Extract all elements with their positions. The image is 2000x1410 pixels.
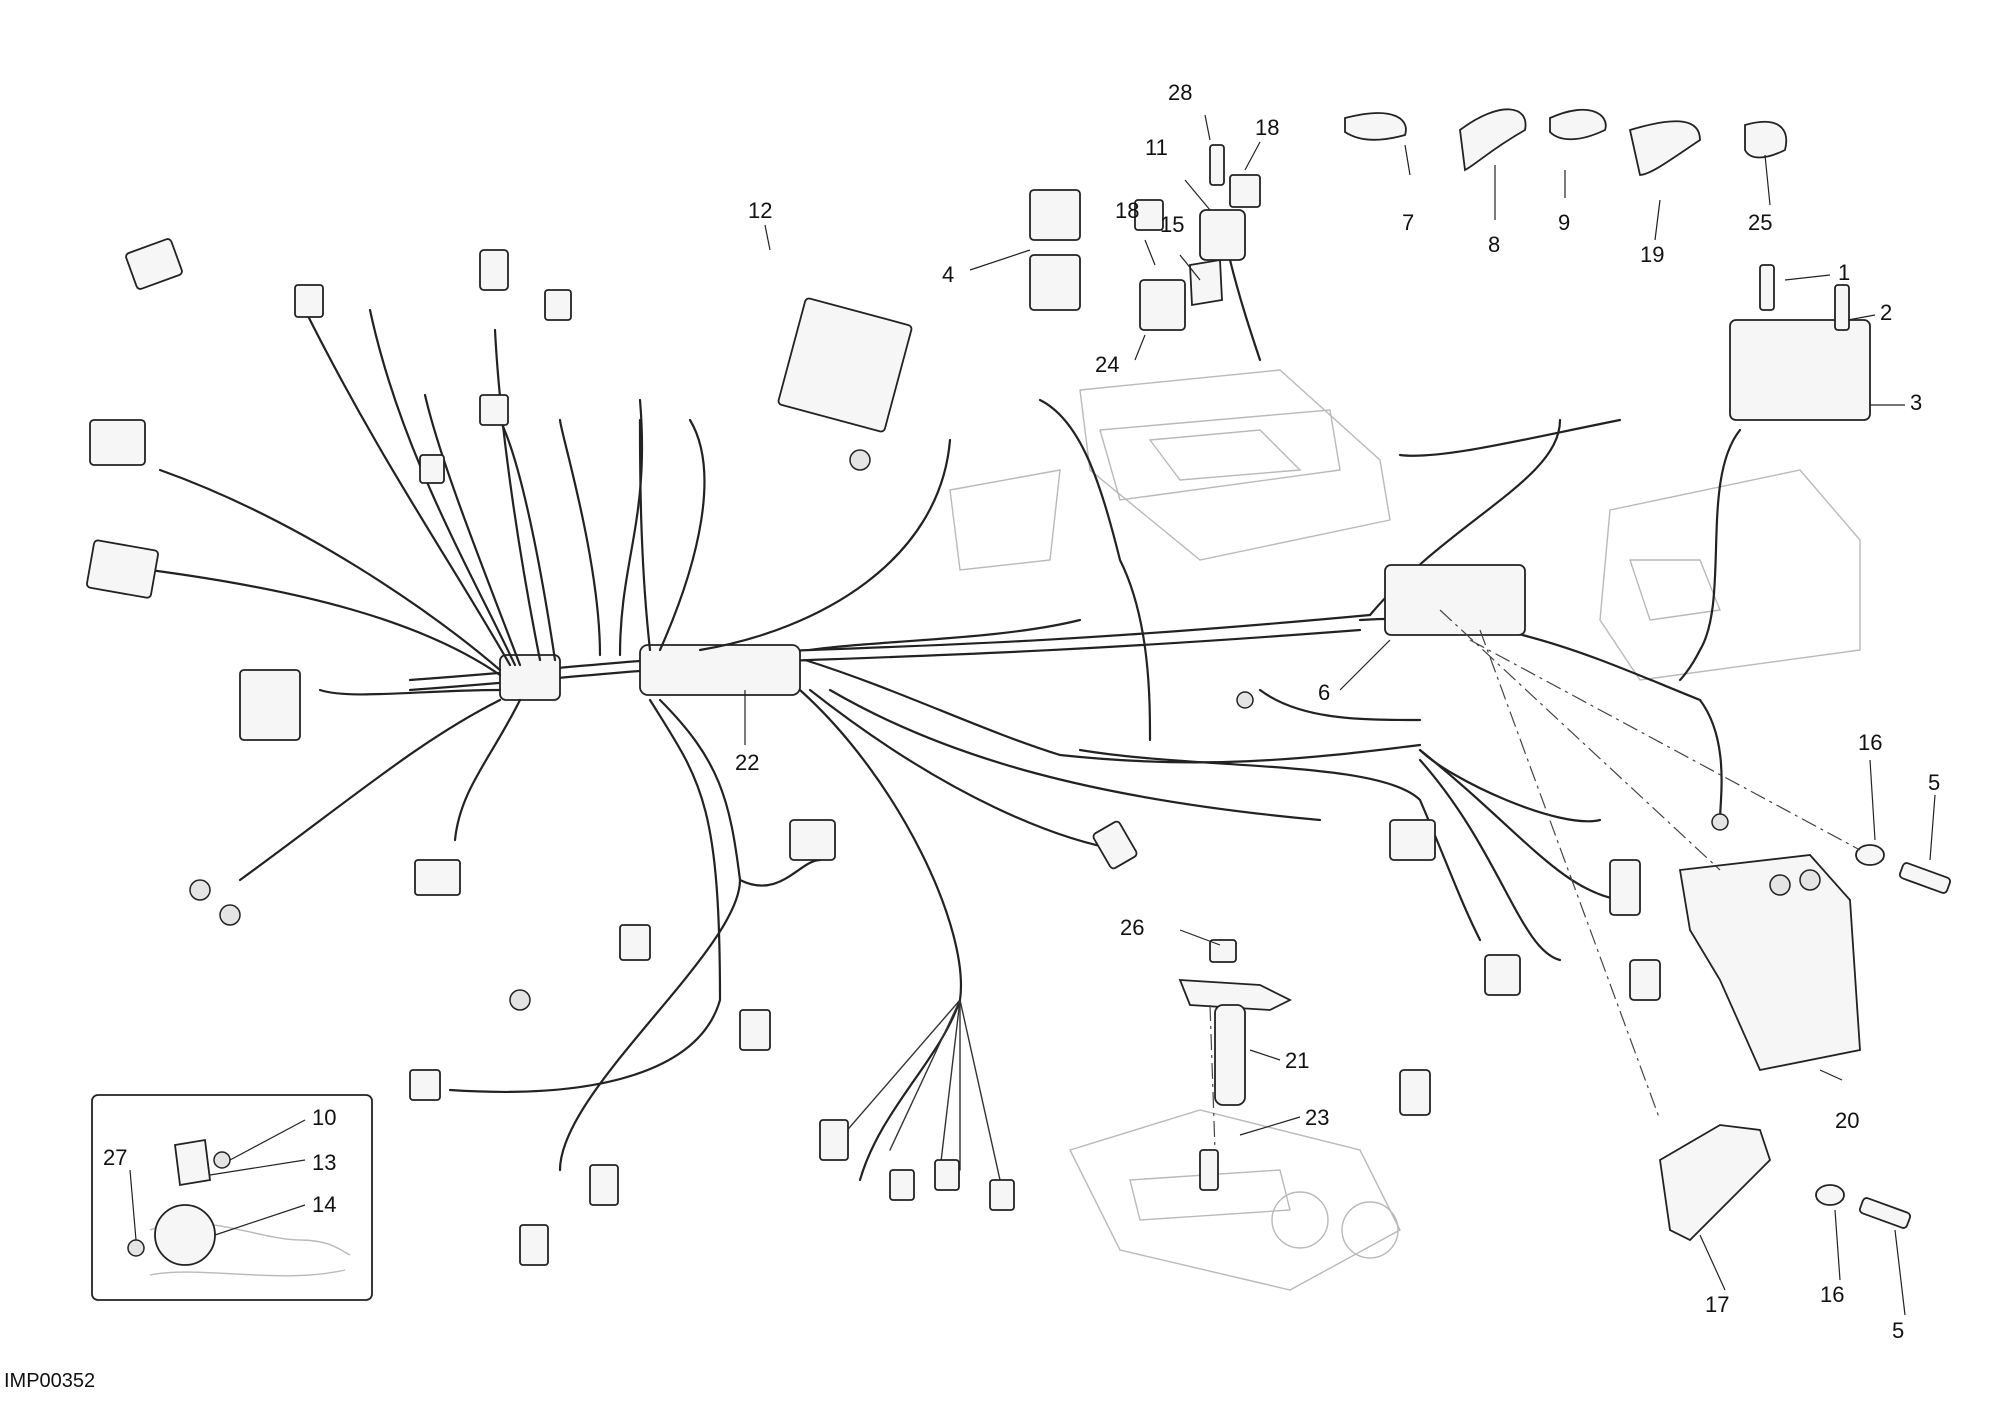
callout-15: 15 (1160, 212, 1184, 237)
callout-4: 4 (942, 262, 954, 287)
connectors (86, 189, 1871, 1266)
callout-16-lower: 16 (1820, 1282, 1844, 1307)
inset-frame (91, 1094, 373, 1301)
coil-21 (1178, 979, 1293, 1011)
callout-18-left: 18 (1115, 198, 1139, 223)
harness-sleeve-2 (639, 644, 801, 696)
drawing-code: IMP00352 (4, 1370, 96, 1392)
callout-18-upper: 18 (1255, 115, 1279, 140)
callout-8: 8 (1488, 232, 1500, 257)
callout-21: 21 (1285, 1048, 1309, 1073)
callout-23: 23 (1305, 1105, 1329, 1130)
bracket-20 (1678, 854, 1861, 1072)
fuse-box (1384, 564, 1526, 636)
callout-3: 3 (1910, 390, 1922, 415)
callout-1: 1 (1838, 260, 1850, 285)
callout-20: 20 (1835, 1108, 1859, 1133)
callout-27: 27 (103, 1145, 127, 1170)
main-harness (148, 258, 1742, 1182)
alignment-lines (1209, 609, 1861, 1151)
callout-14: 14 (312, 1192, 336, 1217)
horn-inset (91, 1094, 373, 1301)
hardware (1134, 108, 1952, 1242)
harness-sleeve-1 (499, 654, 561, 701)
callout-10: 10 (312, 1105, 336, 1130)
callout-12: 12 (748, 198, 772, 223)
callout-25: 25 (1748, 210, 1772, 235)
ghost-frame-upper (949, 369, 1391, 571)
callout-26: 26 (1120, 915, 1144, 940)
callout-11: 11 (1145, 135, 1168, 160)
leader-lines (129, 114, 1936, 1316)
cover-17 (1659, 1124, 1772, 1242)
voltage-regulator (1729, 319, 1871, 421)
callout-24: 24 (1095, 352, 1119, 377)
ghost-cylinder-head (1069, 1109, 1401, 1291)
callout-17: 17 (1705, 1292, 1729, 1317)
callout-5-lower: 5 (1892, 1318, 1904, 1343)
callout-9: 9 (1558, 210, 1570, 235)
callouts: 28 11 18 15 18 4 24 12 7 8 9 19 25 1 2 3… (103, 80, 1940, 1343)
callout-22: 22 (735, 750, 759, 775)
callout-7: 7 (1402, 210, 1414, 235)
ghost-frame-right (1599, 469, 1861, 681)
callout-2: 2 (1880, 300, 1892, 325)
callout-5-upper: 5 (1928, 770, 1940, 795)
callout-28: 28 (1168, 80, 1192, 105)
callout-19: 19 (1640, 242, 1664, 267)
callout-13: 13 (312, 1150, 336, 1175)
callout-16-upper: 16 (1858, 730, 1882, 755)
callout-6: 6 (1318, 680, 1330, 705)
